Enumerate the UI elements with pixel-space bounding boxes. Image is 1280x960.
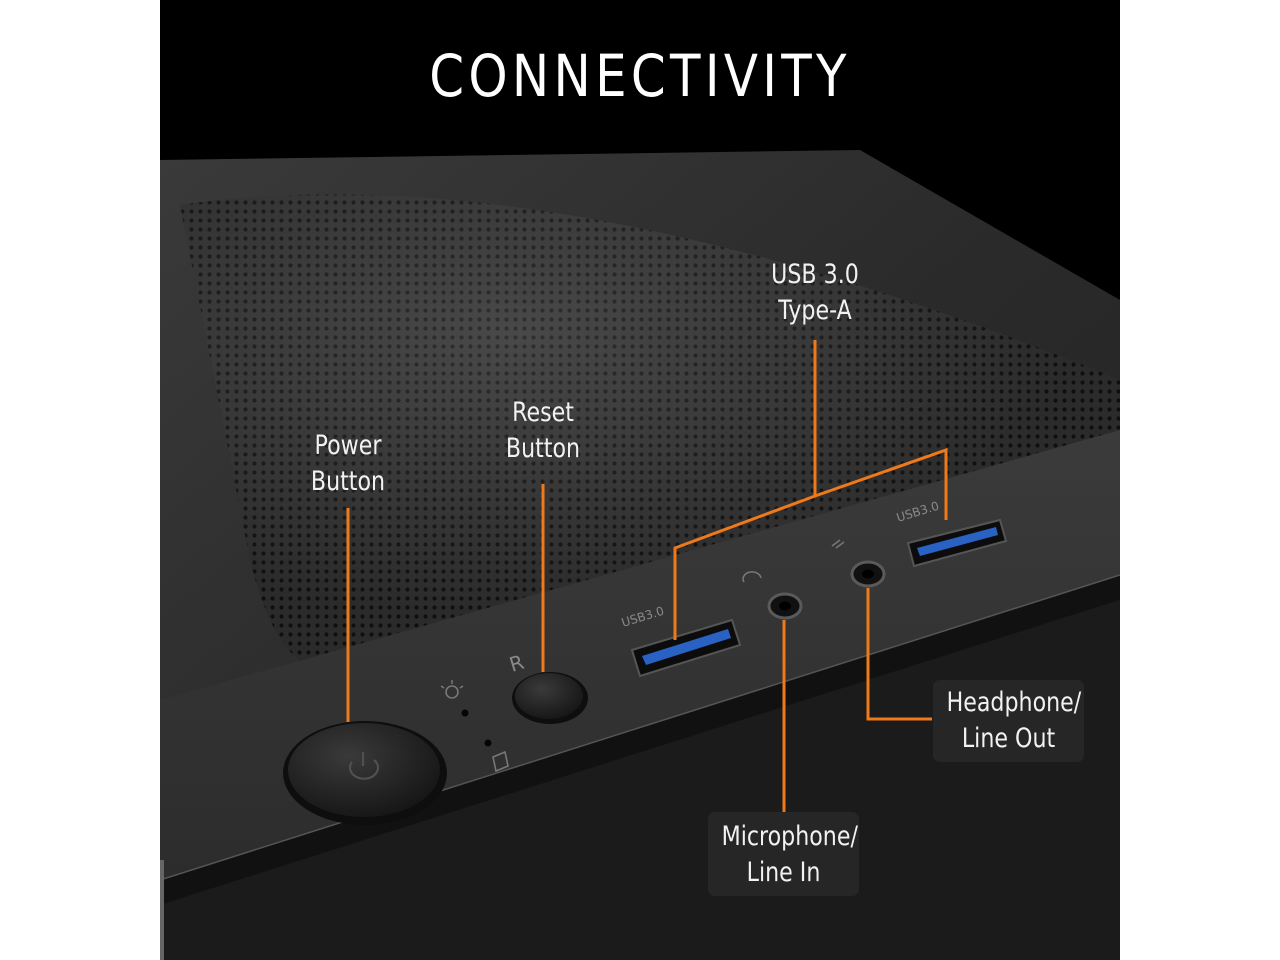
label-line: Line In [746, 857, 821, 888]
label-line: Button [505, 433, 581, 464]
label-headphone: Headphone/ Line Out [946, 685, 1082, 757]
page-title: CONNECTIVITY [429, 42, 851, 110]
usb-port-right[interactable] [906, 518, 1008, 568]
callout-usb-right [814, 447, 948, 520]
label-line: Power [314, 430, 382, 461]
reset-button[interactable] [512, 672, 588, 724]
label-line: Headphone/ [946, 687, 1082, 718]
product-image: R USB3.0 USB3.0 [160, 0, 1120, 960]
label-line: Button [310, 466, 386, 497]
power-icon [348, 752, 380, 780]
led-icon [440, 680, 464, 699]
hdd-led [484, 739, 492, 747]
hdd-icon [492, 750, 509, 773]
headphone-icon [742, 571, 762, 583]
label-power-button: Power Button [307, 428, 389, 500]
label-line: Reset [512, 397, 574, 428]
audio-jack-headphone[interactable] [850, 560, 886, 588]
label-line: Microphone/ [721, 821, 858, 852]
label-line: Type-A [778, 295, 852, 326]
label-line: Line Out [961, 723, 1056, 754]
label-microphone: Microphone/ Line In [721, 819, 858, 891]
reset-letter: R [506, 650, 526, 677]
label-box-headphone [933, 680, 1084, 762]
power-led [461, 709, 469, 717]
usb-port-left[interactable] [630, 618, 742, 678]
label-box-microphone [708, 812, 859, 896]
power-button[interactable] [283, 721, 447, 825]
case-top-panel: R USB3.0 USB3.0 [160, 150, 1120, 960]
callout-headphone [866, 588, 932, 721]
microphone-icon [831, 539, 845, 549]
label-usb: USB 3.0 Type-A [766, 257, 864, 329]
label-reset-button: Reset Button [502, 395, 584, 467]
callout-usb [673, 340, 817, 640]
label-line: USB 3.0 [771, 259, 859, 290]
callout-lines [346, 340, 948, 812]
audio-jack-mic[interactable] [767, 592, 803, 620]
